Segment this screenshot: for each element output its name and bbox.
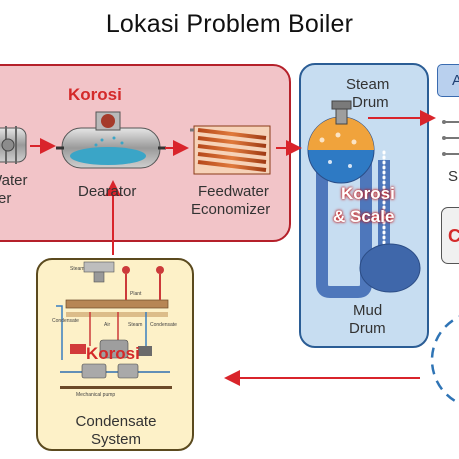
dashed-circle-icon	[430, 315, 459, 405]
right-fittings-icon	[442, 120, 459, 156]
right-s-text: S	[448, 168, 459, 185]
korosi-condensate-label: Korosi	[86, 344, 140, 363]
water-heater-icon	[0, 126, 27, 164]
schematic-label-steam: Steam	[70, 266, 85, 272]
water-heater-label-2: er	[0, 190, 12, 207]
schematic-label-condensate: Condensate	[52, 318, 79, 324]
steam-drum-label-2: Drum	[352, 94, 389, 111]
condensate-system-schematic	[56, 261, 172, 389]
schematic-label-condensate-2: Condensate	[150, 322, 177, 328]
steam-drum-icon	[307, 100, 421, 298]
right-top-box	[437, 64, 459, 97]
mud-drum-label-2: Drum	[349, 320, 386, 337]
korosi-scale-label-1: Korosi	[341, 184, 395, 203]
dearator-label: Dearator	[78, 183, 137, 200]
right-mid-box	[441, 207, 459, 264]
steam-drum-label-1: Steam	[346, 76, 390, 93]
dearator-icon	[56, 111, 166, 169]
condensate-label-2: System	[90, 431, 141, 448]
schematic-label-steam-2: Steam	[128, 322, 143, 328]
schematic-label-air: Air	[104, 322, 111, 328]
condensate-label-1: Condensate	[75, 413, 157, 430]
right-top-box-text: A	[452, 72, 459, 89]
schematic-label-plant: Plant	[130, 291, 142, 297]
mud-drum-label-1: Mud	[353, 302, 383, 319]
schematic-label-mechanical-pump: Mechanical pump	[76, 392, 116, 398]
korosi-dearator-label: Korosi	[68, 85, 122, 104]
water-heater-label: Water	[0, 172, 28, 189]
page-title: Lokasi Problem Boiler	[105, 10, 354, 38]
right-mid-box-text: C	[448, 226, 459, 246]
economizer-label-2: Economizer	[191, 201, 271, 218]
korosi-scale-label-2: & Scale	[333, 207, 395, 226]
economizer-icon	[190, 125, 271, 175]
economizer-label-1: Feedwater	[198, 183, 269, 200]
